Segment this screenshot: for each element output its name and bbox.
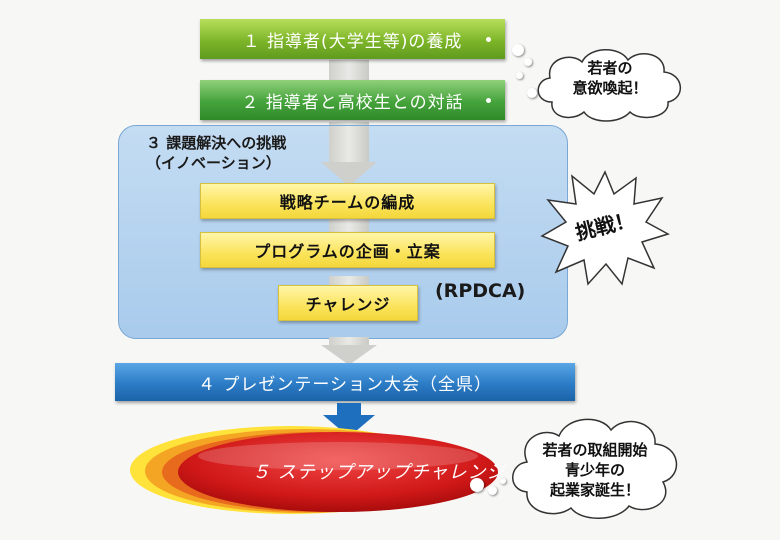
sub-item-team: 戦略チームの編成: [200, 183, 495, 219]
step4-label: ４ プレゼンテーション大会（全県）: [197, 374, 493, 395]
step2-dot: [486, 98, 491, 103]
cloud-bottom-line-2: 青少年の: [564, 461, 625, 479]
step3-subtitle-text: （イノベーション）: [146, 154, 281, 172]
step1-bar: １ 指導者(大学生等)の養成: [200, 19, 505, 59]
thought-dot: [516, 72, 523, 79]
burst-bubble-middle: [540, 170, 670, 286]
flow-arrow-shaft-panel: [329, 126, 369, 164]
step5-oval-layer-red: [178, 432, 498, 512]
thought-dot: [470, 478, 484, 492]
blue-down-arrow: [323, 403, 375, 437]
thought-dot: [524, 58, 532, 66]
thought-dot: [527, 88, 537, 98]
sub-item-challenge: チャレンジ: [278, 285, 418, 321]
step4-bar: ４ プレゼンテーション大会（全県）: [115, 363, 575, 401]
flow-arrow-head-4: [321, 345, 377, 365]
flow-arrow-head-panel: [321, 162, 377, 186]
step2-label: ２ 指導者と高校生との対話: [241, 92, 464, 113]
flow-arrow-shaft-4: [329, 337, 369, 347]
flow-arrow-shaft-1: [329, 60, 369, 82]
cloud-bubble-top: [537, 49, 681, 122]
step2-bar: ２ 指導者と高校生との対話: [200, 80, 505, 120]
step5-oval-highlight: [198, 442, 478, 470]
cloud-bottom-line-1: 若者の取組開始: [542, 441, 648, 459]
cloud-top-line-1: 若者の: [587, 59, 633, 77]
cloud-top-line-2: 意欲喚起！: [572, 79, 648, 97]
cloud-bottom-line-3: 起業家誕生！: [549, 481, 640, 499]
step3-title-text: ３ 課題解決への挑戦: [146, 134, 287, 152]
step3-title: ３ 課題解決への挑戦 （イノベーション）: [146, 133, 286, 173]
sub-item-challenge-label: チャレンジ: [305, 295, 391, 314]
step5-oval: [130, 426, 498, 514]
sub-item-program-label: プログラムの企画・立案: [254, 242, 441, 261]
rpdca-label: (RPDCA): [435, 280, 526, 302]
step1-label: １ 指導者(大学生等)の養成: [242, 31, 463, 52]
sub-item-program: プログラムの企画・立案: [200, 232, 495, 268]
sub-item-team-label: 戦略チームの編成: [279, 193, 416, 212]
thought-dot: [488, 486, 497, 495]
thought-dot: [512, 44, 524, 56]
step5-label: ５ ステップアップチャレンジ: [252, 462, 506, 483]
cloud-text-bottom: 若者の取組開始 青少年の 起業家誕生！: [520, 440, 670, 500]
flow-arrow-shaft-inner: [329, 218, 369, 232]
thought-dot: [500, 478, 506, 484]
step1-dot: [486, 37, 491, 42]
cloud-bubble-bottom: [512, 418, 678, 519]
cloud-text-top: 若者の 意欲喚起！: [555, 58, 665, 98]
